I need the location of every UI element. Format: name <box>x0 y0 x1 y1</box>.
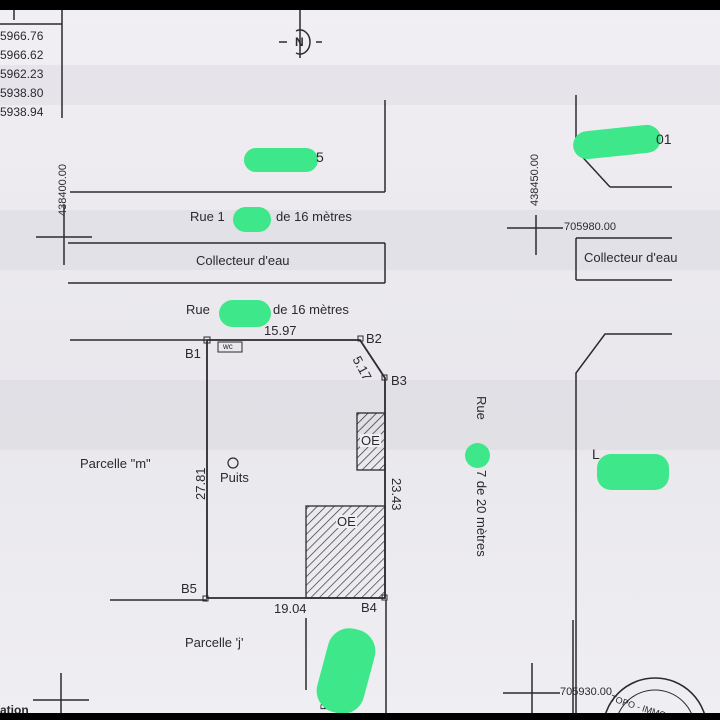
well-label: Puits <box>220 470 249 485</box>
redaction-mark <box>597 454 669 490</box>
boundary-point-b3: B3 <box>391 373 407 388</box>
grid-label-y-right: 438450.00 <box>529 154 541 206</box>
grid-label-x-lower: 705930.00 <box>560 686 612 698</box>
dimension-b5-b1: 27.81 <box>193 467 208 500</box>
redaction-mark <box>219 300 271 327</box>
parcel-label-m: Parcelle "m" <box>80 456 151 471</box>
oe-large-label: OE <box>336 514 357 529</box>
boundary-point-b1: B1 <box>185 346 201 361</box>
dimension-b1-b2: 15.97 <box>264 323 297 338</box>
north-arrow-icon: N <box>295 35 304 49</box>
coord-value: 5966.76 <box>0 29 44 43</box>
grid-label-x-upper: 705980.00 <box>564 221 616 233</box>
dimension-b3-b4: 23.43 <box>389 478 404 511</box>
collector-label-left: Collecteur d'eau <box>196 253 290 268</box>
redaction-mark <box>465 443 490 468</box>
street-label-middle-suffix: de 16 mètres <box>273 302 349 317</box>
boundary-point-b4: B4 <box>361 600 377 615</box>
street-label-top-suffix: de 16 mètres <box>276 209 352 224</box>
coord-value: 5962.23 <box>0 67 44 81</box>
lot-label-right: L <box>592 446 600 462</box>
oe-small-label: OE <box>360 433 381 448</box>
parcel-label-j: Parcelle 'j' <box>185 635 244 650</box>
collector-label-right: Collecteur d'eau <box>584 250 678 265</box>
wc-label: wc <box>223 342 233 351</box>
street-label-middle-prefix: Rue <box>186 302 210 317</box>
coord-value: 5966.62 <box>0 48 44 62</box>
dimension-b4-b5: 19.04 <box>274 601 307 616</box>
street-label-right-suffix: 7 de 20 mètres <box>474 470 489 557</box>
scan-band <box>0 65 720 105</box>
cut-off-text: ation <box>0 703 29 713</box>
lot-label-top-right: 01 <box>656 131 672 147</box>
street-label-right-prefix: Rue <box>474 396 489 420</box>
street-label-top-prefix: Rue 1 <box>190 209 225 224</box>
coord-value: 5938.94 <box>0 105 44 119</box>
redaction-mark <box>233 207 271 232</box>
redaction-mark <box>244 148 318 172</box>
boundary-point-b5: B5 <box>181 581 197 596</box>
coord-value: 5938.80 <box>0 86 44 100</box>
scan-band <box>0 210 720 270</box>
boundary-point-b2: B2 <box>366 331 382 346</box>
lot-label-top-left: 5 <box>316 149 324 165</box>
grid-label-y-left: 438400.00 <box>57 164 69 216</box>
cadastral-plan: 5966.76 5966.62 5962.23 5938.80 5938.94 … <box>0 10 720 713</box>
